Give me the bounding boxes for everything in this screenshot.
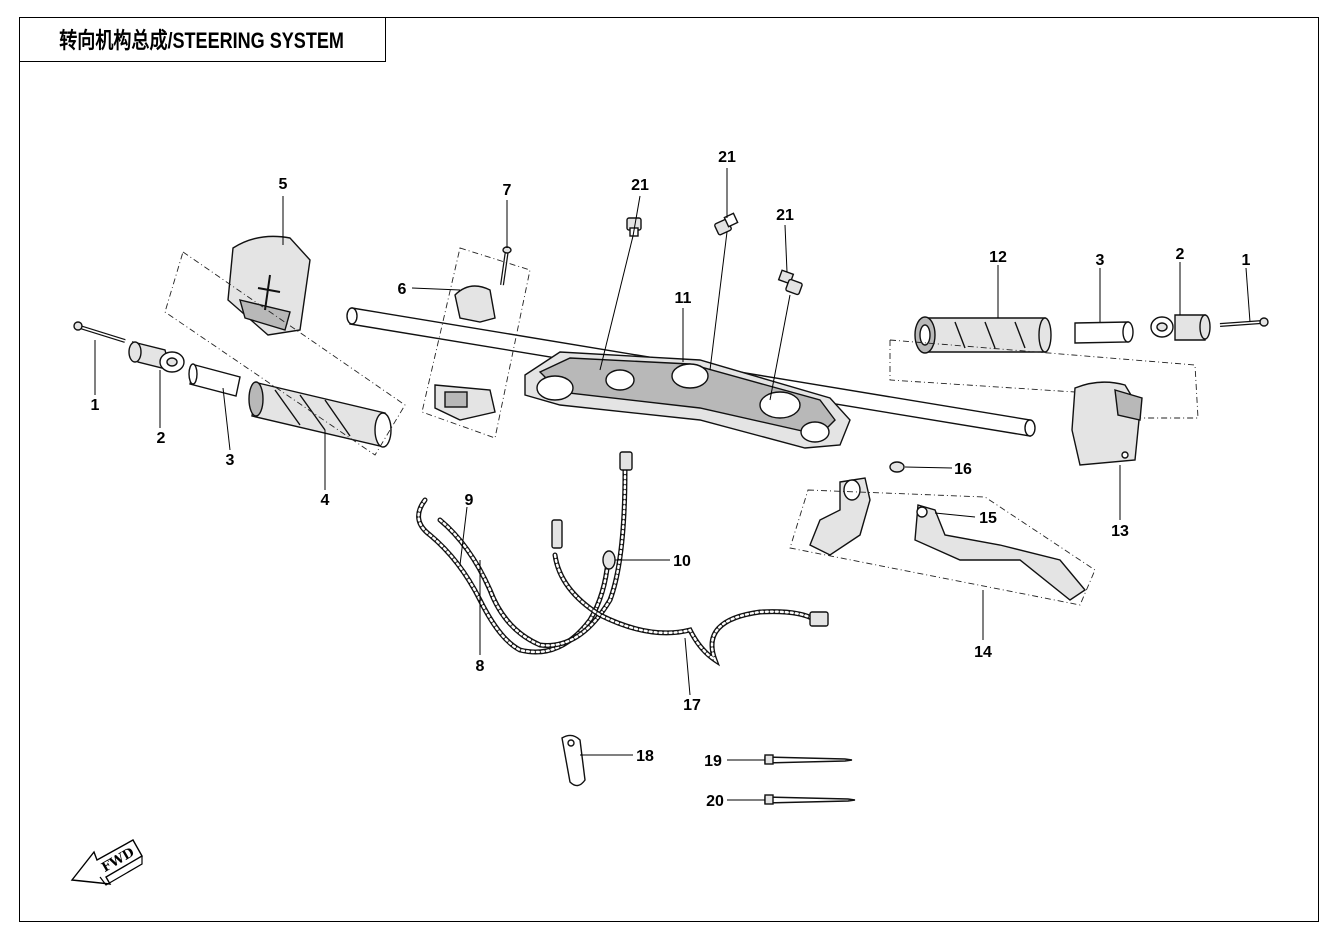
callout-19: 19 xyxy=(704,753,722,770)
cable-adjuster-part-10 xyxy=(551,519,616,570)
strap-part-18 xyxy=(561,734,586,787)
clutch-lever-part-15 xyxy=(914,504,1087,601)
callout-9: 9 xyxy=(465,492,474,509)
right-switch-part-13 xyxy=(1071,381,1143,466)
callout-labels: 1 2 3 4 5 6 7 8 9 10 11 12 3 2 1 13 14 1… xyxy=(91,149,1251,810)
callout-21-b: 21 xyxy=(718,149,736,166)
callout-11: 11 xyxy=(675,290,692,307)
throttle-housing-part-6 xyxy=(434,285,496,421)
callout-10: 10 xyxy=(673,553,691,570)
bar-end-weight-part-2-right xyxy=(1150,314,1211,341)
drawing-frame xyxy=(19,17,1319,922)
throttle-cable-part-8 xyxy=(416,497,611,655)
callout-3-left: 3 xyxy=(226,452,235,469)
bolt-part-1-left xyxy=(73,321,126,343)
callout-17: 17 xyxy=(683,697,701,714)
insert-part-3-left xyxy=(188,363,241,397)
bolt-part-1-right xyxy=(1219,317,1269,327)
callout-14: 14 xyxy=(974,644,992,661)
grip-part-12 xyxy=(914,316,1052,354)
cable-tie-part-19 xyxy=(764,754,853,765)
screw-part-16 xyxy=(889,461,905,473)
callout-7: 7 xyxy=(503,182,512,199)
callout-21-c: 21 xyxy=(776,207,794,224)
grip-part-4 xyxy=(248,381,392,448)
callout-21-a: 21 xyxy=(631,177,649,194)
bar-end-weight-part-2-left xyxy=(128,341,185,373)
clutch-perch-part-14 xyxy=(809,477,871,556)
page-title: 转向机构总成/STEERING SYSTEM xyxy=(59,28,345,53)
callout-13: 13 xyxy=(1111,523,1129,540)
bolt-21-a xyxy=(626,217,642,237)
callout-2-left: 2 xyxy=(157,430,166,447)
fwd-arrow-icon: FWD xyxy=(70,839,143,886)
callout-16: 16 xyxy=(954,461,972,478)
bolt-21-c xyxy=(777,269,803,296)
callout-20: 20 xyxy=(706,793,724,810)
callout-5: 5 xyxy=(279,176,288,193)
callout-2-right: 2 xyxy=(1176,246,1185,263)
callout-4: 4 xyxy=(321,492,330,509)
cable-tie-part-20 xyxy=(764,794,856,805)
callout-8: 8 xyxy=(476,658,485,675)
insert-part-3-right xyxy=(1074,321,1134,344)
leader-lines xyxy=(94,168,1251,801)
callout-6: 6 xyxy=(398,281,407,298)
callout-1-right: 1 xyxy=(1242,252,1251,269)
top-clamp-part-11 xyxy=(524,351,851,449)
callout-3-right: 3 xyxy=(1096,252,1105,269)
callout-1-left: 1 xyxy=(91,397,100,414)
callout-12: 12 xyxy=(989,249,1007,266)
clutch-cable-part-17 xyxy=(552,552,829,667)
bolt-21-b xyxy=(714,212,739,236)
left-switch-part-5 xyxy=(227,235,311,336)
callout-18: 18 xyxy=(636,748,654,765)
title-block: 转向机构总成/STEERING SYSTEM xyxy=(19,17,386,62)
callout-15: 15 xyxy=(979,510,997,527)
screw-part-7 xyxy=(500,246,512,286)
group-outlines xyxy=(164,247,1199,606)
